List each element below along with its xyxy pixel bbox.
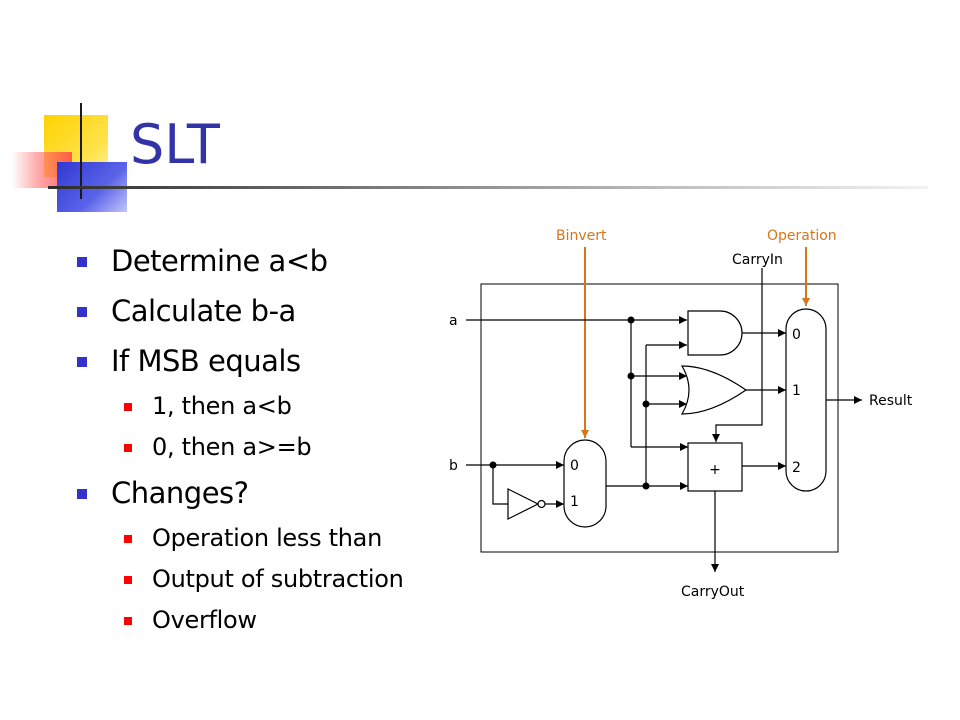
adder <box>687 442 743 492</box>
decor-vertical-line <box>80 103 82 199</box>
wire-carryin <box>712 268 763 442</box>
bullet-item: Calculate b-a <box>75 286 475 336</box>
input-b-label: b <box>449 458 458 474</box>
and-gate <box>687 310 743 356</box>
mux-op-input-1: 1 <box>792 383 801 399</box>
bullet-item: Determine a<b <box>75 236 475 286</box>
bullet-list: Determine a<b Calculate b-a If MSB equal… <box>75 236 475 641</box>
inverter-gate <box>507 488 540 520</box>
junction-dot <box>627 316 635 324</box>
mux-b-input-1: 1 <box>570 494 579 510</box>
sub-bullet-item: 0, then a>=b <box>75 427 475 468</box>
junction-dot <box>642 400 650 408</box>
circuit-frame <box>480 283 839 553</box>
junction-dot <box>627 372 635 380</box>
inverter-bubble <box>537 499 546 509</box>
slide-title: SLT <box>130 113 220 176</box>
carryout-label: CarryOut <box>681 584 745 600</box>
binvert-mux <box>563 439 607 528</box>
sub-bullet-item: Overflow <box>75 600 475 641</box>
sub-bullet-item: Output of subtraction <box>75 559 475 600</box>
mux-b-input-0: 0 <box>570 458 579 474</box>
adder-plus: + <box>709 462 721 478</box>
sub-bullet-item: Operation less than <box>75 518 475 559</box>
title-underline <box>48 186 928 189</box>
carryin-label: CarryIn <box>732 252 783 268</box>
result-label: Result <box>869 393 913 409</box>
input-a-label: a <box>449 313 458 329</box>
binvert-label: Binvert <box>556 228 607 244</box>
mux-op-input-0: 0 <box>792 327 801 343</box>
sub-bullet-item: 1, then a<b <box>75 386 475 427</box>
junction-dot <box>642 482 650 490</box>
or-gate <box>680 365 748 415</box>
bullet-item: If MSB equals <box>75 336 475 386</box>
bullet-item: Changes? <box>75 468 475 518</box>
mux-op-input-2: 2 <box>792 460 801 476</box>
wire-b-to-inverter <box>492 465 508 505</box>
operation-label: Operation <box>767 228 837 244</box>
